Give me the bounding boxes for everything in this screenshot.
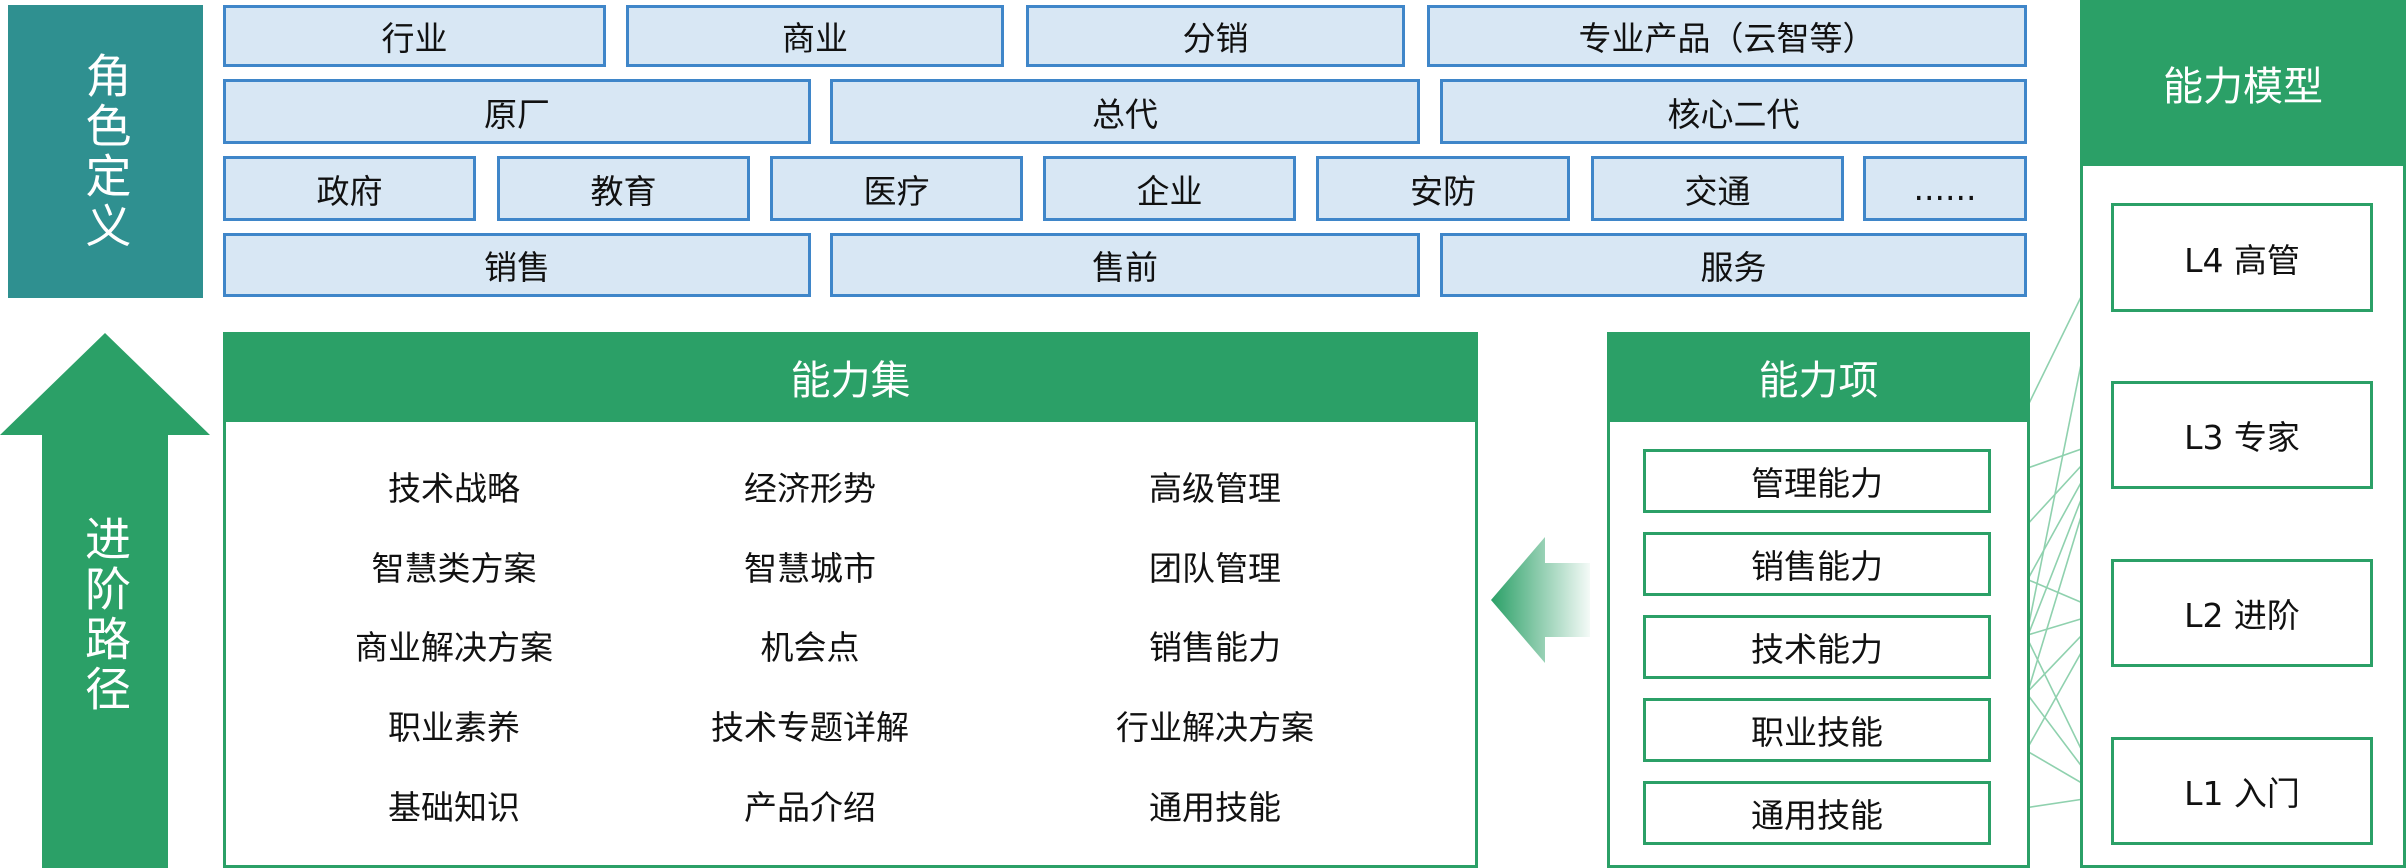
role-box-security: 安防	[1316, 156, 1570, 221]
role-box-industry: 行业	[223, 5, 606, 67]
role-box-commercial: 商业	[626, 5, 1004, 67]
level-l2-advanced: L2 进阶	[2111, 559, 2373, 667]
capability-items-header: 能力项	[1607, 332, 2030, 422]
role-box-government: 政府	[223, 156, 476, 221]
capability-set-item: 商业解决方案	[355, 628, 553, 667]
capability-set-item: 产品介绍	[744, 788, 876, 827]
role-box-enterprise: 企业	[1043, 156, 1296, 221]
role-box-education: 教育	[497, 156, 750, 221]
capability-item-general: 通用技能	[1643, 781, 1991, 845]
capability-set-item: 经济形势	[744, 469, 876, 508]
capability-item-technical: 技术能力	[1643, 615, 1991, 679]
capability-item-management: 管理能力	[1643, 449, 1991, 513]
role-box-sales: 销售	[223, 233, 811, 297]
role-box-medical: 医疗	[770, 156, 1023, 221]
level-l1-entry: L1 入门	[2111, 737, 2373, 845]
role-box-professional-products: 专业产品（云智等）	[1427, 5, 2027, 67]
role-box-distribution: 分销	[1026, 5, 1405, 67]
advancement-up-arrow-icon	[0, 333, 210, 868]
advancement-path-text: 进阶路径	[78, 515, 132, 715]
advancement-path-label: 进阶路径	[42, 510, 168, 720]
capability-set-item: 高级管理	[1149, 469, 1281, 508]
capability-set-item: 团队管理	[1149, 549, 1281, 588]
role-box-general-agent: 总代	[830, 79, 1420, 144]
capability-set-item: 行业解决方案	[1116, 708, 1314, 747]
role-box-original-vendor: 原厂	[223, 79, 811, 144]
capability-item-sales: 销售能力	[1643, 532, 1991, 596]
capability-set-item: 技术专题详解	[711, 708, 909, 747]
capability-set-item: 技术战略	[388, 469, 520, 508]
role-definition-title: 角色定义	[78, 51, 133, 252]
capability-set-item: 智慧类方案	[371, 549, 537, 588]
role-box-presales: 售前	[830, 233, 1420, 297]
role-box-core-tier2: 核心二代	[1440, 79, 2027, 144]
role-box-service: 服务	[1440, 233, 2027, 297]
level-l4-executive: L4 高管	[2111, 203, 2373, 312]
capability-item-professional: 职业技能	[1643, 698, 1991, 762]
flow-left-arrow-icon	[1491, 537, 1590, 663]
capability-model-header: 能力模型	[2080, 0, 2406, 166]
capability-set-item: 智慧城市	[744, 549, 876, 588]
level-l3-expert: L3 专家	[2111, 381, 2373, 489]
role-box-more: ......	[1863, 156, 2027, 221]
capability-set-header: 能力集	[223, 332, 1478, 422]
capability-set-item: 职业素养	[388, 708, 520, 747]
role-box-transportation: 交通	[1591, 156, 1844, 221]
capability-set-item: 销售能力	[1149, 628, 1281, 667]
capability-set-item: 基础知识	[388, 788, 520, 827]
capability-set-item: 通用技能	[1149, 788, 1281, 827]
role-definition-label: 角色定义	[8, 5, 203, 298]
capability-set-item: 机会点	[760, 628, 860, 667]
